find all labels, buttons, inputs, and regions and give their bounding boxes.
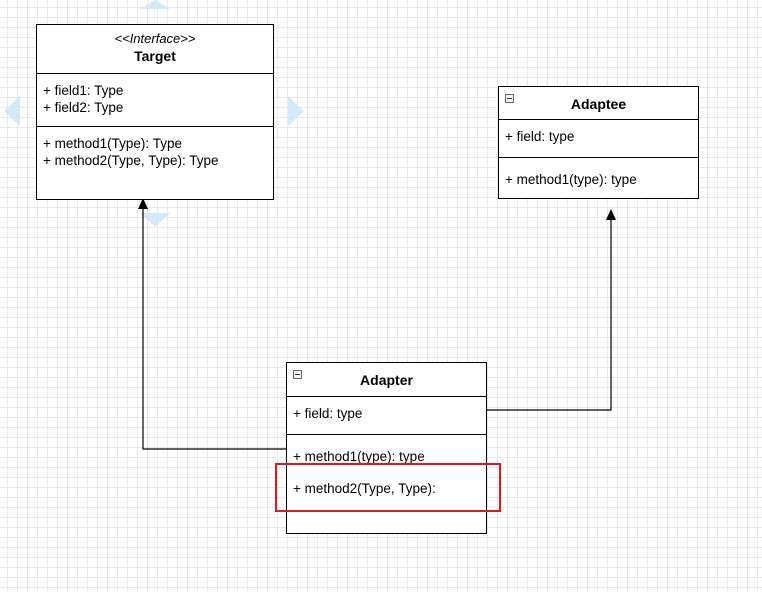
adapter-class-header: Adapter bbox=[287, 363, 486, 397]
selection-handle-bottom-icon[interactable] bbox=[140, 213, 170, 227]
adaptee-collapse-icon[interactable] bbox=[505, 94, 514, 103]
adapter-method-1[interactable]: + method1(type): type bbox=[293, 449, 425, 464]
adapter-fields: + field: type bbox=[287, 397, 486, 434]
target-arrowhead-icon bbox=[138, 198, 148, 209]
adapter-to-adaptee-connector[interactable] bbox=[486, 212, 612, 411]
adapter-to-target-connector[interactable] bbox=[142, 201, 287, 450]
target-class-name: Target bbox=[134, 48, 176, 64]
adaptee-fields: + field: type bbox=[499, 120, 698, 157]
target-methods: + method1(Type): Type + method2(Type, Ty… bbox=[37, 126, 273, 173]
adapter-method-2[interactable]: + method2(Type, Type): bbox=[293, 481, 436, 496]
adaptee-method-1[interactable]: + method1(type): type bbox=[505, 172, 637, 187]
target-fields: + field1: Type + field2: Type bbox=[37, 74, 273, 126]
adaptee-field-1[interactable]: + field: type bbox=[505, 129, 575, 144]
target-field-1[interactable]: + field1: Type bbox=[43, 83, 124, 98]
adaptee-class-header: Adaptee bbox=[499, 87, 698, 120]
adapter-collapse-icon[interactable] bbox=[293, 370, 302, 379]
highlight-box bbox=[275, 463, 501, 512]
selection-handle-top-icon[interactable] bbox=[140, 0, 170, 9]
adapter-class-name: Adapter bbox=[360, 372, 413, 388]
target-stereotype: <<Interface>> bbox=[114, 31, 196, 46]
selection-handle-left-icon[interactable] bbox=[4, 96, 20, 126]
selection-handle-right-icon[interactable] bbox=[288, 96, 304, 126]
adapter-methods: + method1(type): type + method2(Type, Ty… bbox=[287, 434, 486, 501]
adapter-class-box[interactable]: Adapter + field: type + method1(type): t… bbox=[286, 362, 487, 534]
adaptee-methods: + method1(type): type bbox=[499, 157, 698, 192]
adaptee-class-name: Adaptee bbox=[570, 96, 627, 112]
target-method-1[interactable]: + method1(Type): Type bbox=[43, 136, 182, 151]
target-class-box[interactable]: <<Interface>> Target + field1: Type + fi… bbox=[36, 24, 274, 200]
target-method-2[interactable]: + method2(Type, Type): Type bbox=[43, 153, 219, 168]
adaptee-arrowhead-icon bbox=[606, 209, 616, 220]
adapter-field-1[interactable]: + field: type bbox=[293, 406, 363, 421]
target-class-header: <<Interface>> Target bbox=[37, 25, 273, 74]
adaptee-class-box[interactable]: Adaptee + field: type + method1(type): t… bbox=[498, 86, 699, 199]
target-field-2[interactable]: + field2: Type bbox=[43, 100, 124, 115]
